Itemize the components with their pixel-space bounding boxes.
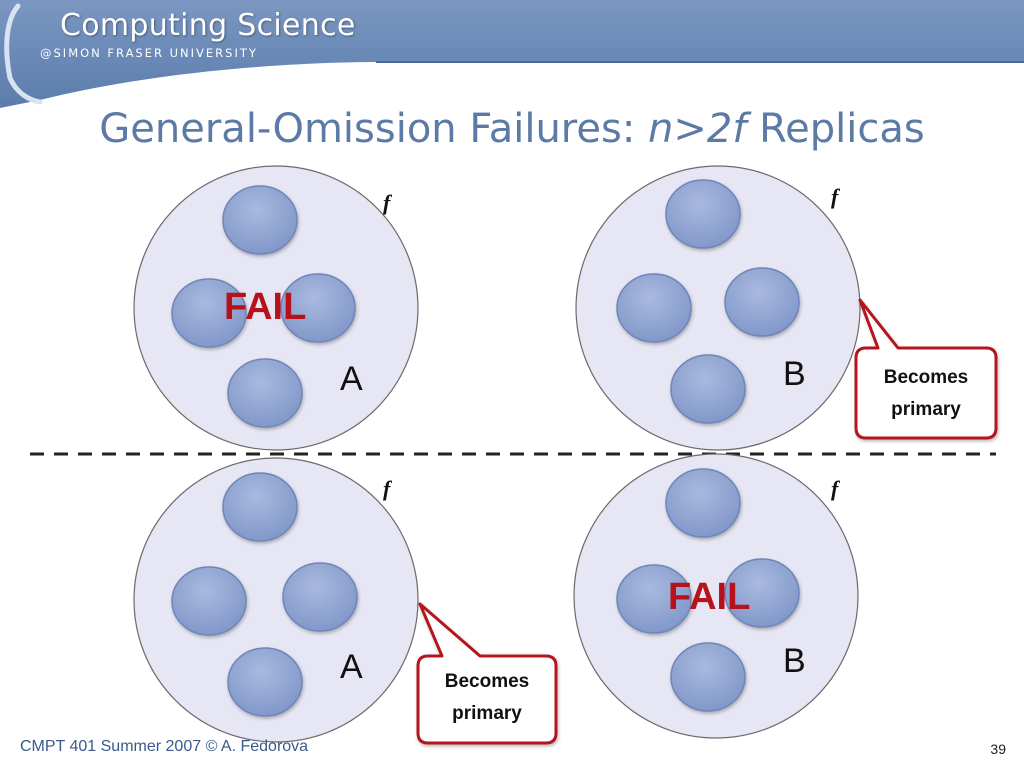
callout-line: primary [452, 703, 522, 724]
replica-node [616, 273, 692, 343]
fail-label: FAIL [668, 576, 751, 618]
replica-node [171, 566, 247, 636]
callout-line: Becomes [883, 367, 969, 388]
f-label: f [383, 190, 391, 215]
replica-group-circle [575, 165, 861, 451]
replica-node [670, 642, 746, 712]
group-label-a: A [340, 648, 363, 686]
callout-text: Becomes primary [860, 362, 992, 426]
f-label: f [831, 184, 839, 209]
title-prefix: General-Omission Failures: [99, 106, 649, 152]
callout-text: Becomes primary [421, 666, 553, 730]
footer-course: CMPT 401 Summer 2007 © A. Fedorova [20, 738, 309, 755]
replica-node [282, 562, 358, 632]
replica-node [665, 179, 741, 249]
brand-subtitle: @SIMON FRASER UNIVERSITY [40, 46, 258, 60]
replica-node [227, 358, 303, 428]
brand-title: Computing Science [60, 8, 356, 43]
group-label-a: A [340, 360, 363, 398]
fail-label: FAIL [224, 286, 307, 328]
callout-line: primary [891, 399, 961, 420]
header-banner [0, 0, 1024, 108]
title-suffix: Replicas [746, 106, 925, 152]
replica-group-circle [133, 457, 419, 743]
swoosh-decoration [4, 3, 43, 105]
replica-node [724, 267, 800, 337]
f-label: f [383, 476, 391, 501]
replica-node [670, 354, 746, 424]
group-label-b: B [783, 355, 806, 393]
group-label-b: B [783, 642, 806, 680]
title-formula: n>2f [648, 106, 747, 152]
replica-node [227, 647, 303, 717]
replica-node [665, 468, 741, 538]
f-label: f [831, 476, 839, 501]
replica-node [222, 185, 298, 255]
page-number: 39 [990, 741, 1006, 757]
callout-line: Becomes [444, 671, 530, 692]
replica-node [222, 472, 298, 542]
slide-title: General-Omission Failures: n>2f Replicas [0, 106, 1024, 152]
